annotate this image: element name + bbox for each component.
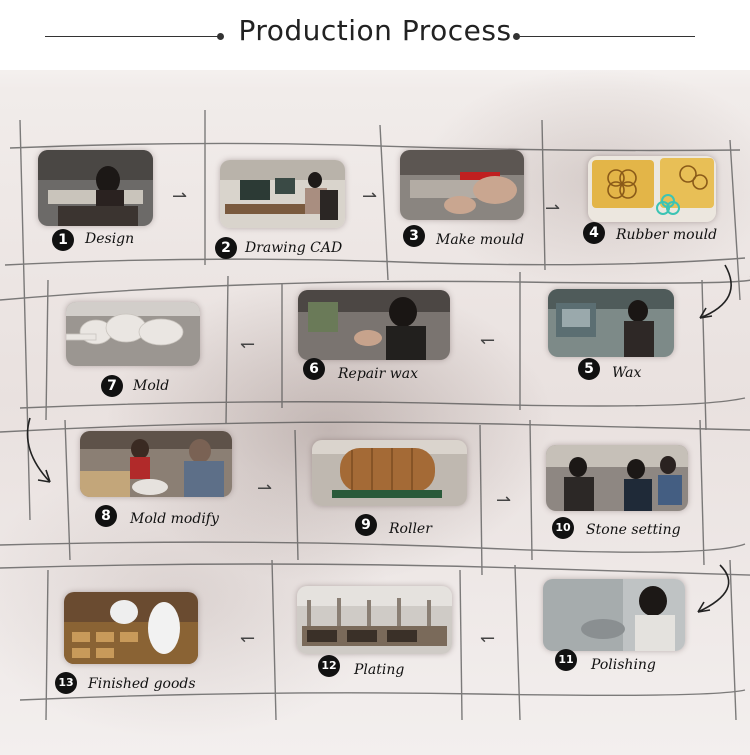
step-8-number: 8 <box>95 505 117 527</box>
title-rule-right <box>520 36 695 37</box>
step-4-label: Rubber mould <box>616 227 718 243</box>
step-10-number: 10 <box>552 517 574 539</box>
mold-modify-worker-icon <box>80 431 232 497</box>
step-9-number: 9 <box>355 514 377 536</box>
step-5-label: Wax <box>612 365 642 381</box>
header-band: Production Process <box>0 0 750 70</box>
arrow-right-icon: ⇀ <box>257 478 273 499</box>
rubber-mould-icon <box>588 156 716 222</box>
step-9-label: Roller <box>389 521 432 537</box>
title-dot-left <box>217 33 224 40</box>
arrow-left-icon: ↽ <box>480 330 496 351</box>
step-3-label: Make mould <box>436 232 525 248</box>
step-13-number: 13 <box>55 672 77 694</box>
wax-tree-mold-icon <box>66 302 200 366</box>
arrow-left-icon: ↽ <box>240 628 256 649</box>
wax-repair-worker-icon <box>298 290 450 360</box>
wax-machine-icon <box>548 289 674 357</box>
step-12-number: 12 <box>318 655 340 677</box>
step-1-number: 1 <box>52 229 74 251</box>
finished-goods-gloves-icon <box>64 592 198 664</box>
cad-workstation-icon <box>220 160 345 228</box>
step-10-label: Stone setting <box>586 522 681 538</box>
step-11-number: 11 <box>555 649 577 671</box>
step-13-label: Finished goods <box>88 676 196 692</box>
title-dot-right <box>513 33 520 40</box>
plating-line-icon <box>297 586 452 654</box>
page-title: Production Process <box>238 14 512 47</box>
step-5-number: 5 <box>578 358 600 380</box>
person-drawing-design-icon <box>38 150 153 226</box>
step-2-label: Drawing CAD <box>245 240 343 256</box>
arrow-left-icon: ↽ <box>240 334 256 355</box>
arrow-right-icon: ⇀ <box>362 186 378 207</box>
step-7-label: Mold <box>133 378 170 394</box>
step-3-number: 3 <box>403 225 425 247</box>
arrow-left-icon: ↽ <box>480 628 496 649</box>
arrow-right-icon: ⇀ <box>545 198 561 219</box>
step-1-label: Design <box>85 231 135 247</box>
step-7-number: 7 <box>101 375 123 397</box>
polishing-worker-icon <box>543 579 685 651</box>
step-4-number: 4 <box>583 222 605 244</box>
arrow-right-icon: ⇀ <box>172 186 188 207</box>
step-6-number: 6 <box>303 358 325 380</box>
arrow-right-icon: ⇀ <box>496 490 512 511</box>
mould-making-hands-icon <box>400 150 524 220</box>
step-8-label: Mold modify <box>130 511 219 527</box>
title-rule-left <box>45 36 220 37</box>
step-11-label: Polishing <box>591 657 656 673</box>
stone-setting-workers-icon <box>546 445 688 511</box>
step-2-number: 2 <box>215 237 237 259</box>
step-6-label: Repair wax <box>338 366 418 382</box>
roller-drum-icon <box>312 440 467 506</box>
step-12-label: Plating <box>354 662 405 678</box>
